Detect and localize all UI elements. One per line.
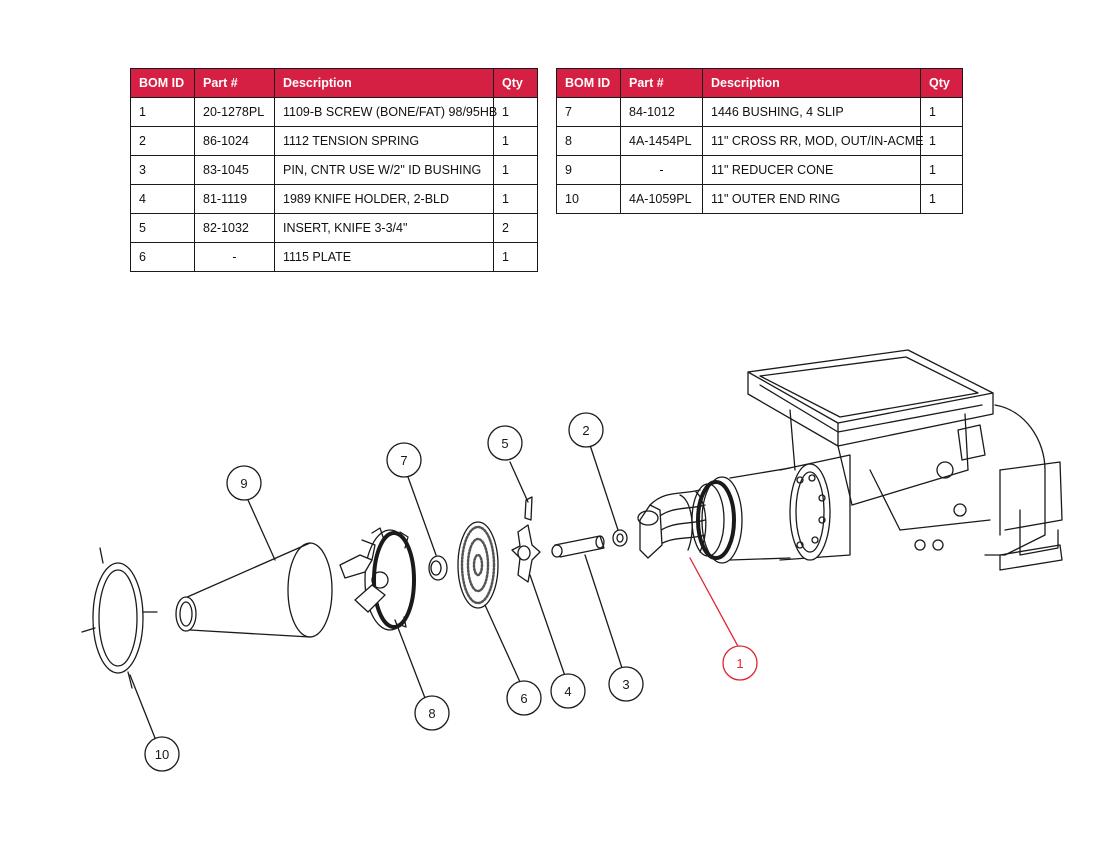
table-row: 8 4A-1454PL 11" CROSS RR, MOD, OUT/IN-AC… [556, 126, 963, 156]
header-description: Description [702, 68, 921, 98]
table-row: 3 83-1045 PIN, CNTR USE W/2" ID BUSHING … [130, 155, 538, 185]
cell-description: INSERT, KNIFE 3-3/4" [274, 213, 494, 243]
cell-part-number: 81-1119 [194, 184, 275, 214]
cell-bom-id: 4 [130, 184, 195, 214]
header-part-number: Part # [620, 68, 703, 98]
cell-description: 11" OUTER END RING [702, 184, 921, 214]
header-bom-id: BOM ID [556, 68, 621, 98]
cell-part-number: 20-1278PL [194, 97, 275, 127]
cell-bom-id: 5 [130, 213, 195, 243]
cell-description: 1989 KNIFE HOLDER, 2-BLD [274, 184, 494, 214]
cell-bom-id: 2 [130, 126, 195, 156]
cell-description: 11" REDUCER CONE [702, 155, 921, 185]
cell-description: 1115 PLATE [274, 242, 494, 272]
cell-description: 1109-B SCREW (BONE/FAT) 98/95HB [274, 97, 497, 127]
cell-description: 1446 BUSHING, 4 SLIP [702, 97, 921, 127]
leader-lines [129, 444, 741, 739]
part-6-plate [457, 521, 499, 609]
header-description: Description [274, 68, 494, 98]
cell-part-number: 4A-1454PL [620, 126, 703, 156]
cell-qty: 2 [493, 213, 538, 243]
part-10-outer-end-ring [81, 547, 158, 689]
table-row: 6 - 1115 PLATE 1 [130, 242, 538, 272]
svg-text:7: 7 [400, 453, 407, 468]
table-row: 7 84-1012 1446 BUSHING, 4 SLIP 1 [556, 97, 963, 127]
part-9-reducer-cone [175, 542, 333, 638]
svg-text:3: 3 [622, 677, 629, 692]
cell-part-number: 86-1024 [194, 126, 275, 156]
bom-table-right: BOM ID Part # Description Qty 7 84-1012 … [556, 68, 963, 214]
header-part-number: Part # [194, 68, 275, 98]
svg-text:4: 4 [564, 684, 571, 699]
cell-qty: 1 [493, 184, 538, 214]
cell-qty: 1 [493, 242, 538, 272]
cell-qty: 1 [493, 126, 538, 156]
callout-7: 7 [386, 442, 422, 478]
cell-part-number: 4A-1059PL [620, 184, 703, 214]
svg-text:1: 1 [736, 656, 743, 671]
cell-qty: 1 [493, 97, 538, 127]
cell-qty: 1 [920, 97, 963, 127]
cell-bom-id: 6 [130, 242, 195, 272]
svg-text:5: 5 [501, 436, 508, 451]
svg-text:6: 6 [520, 691, 527, 706]
header-qty: Qty [493, 68, 538, 98]
table-row: 4 81-1119 1989 KNIFE HOLDER, 2-BLD 1 [130, 184, 538, 214]
grinder-housing [691, 349, 1063, 571]
exploded-view-drawing: 1 2 3 4 5 6 7 8 9 10 [81, 349, 1063, 772]
cell-bom-id: 1 [130, 97, 195, 127]
callout-2: 2 [568, 412, 604, 448]
bom-header-row: BOM ID Part # Description Qty [556, 68, 963, 98]
cell-part-number: - [194, 242, 275, 272]
part-8-cross [339, 527, 416, 631]
part-4-knife-holder [511, 524, 541, 583]
cell-bom-id: 10 [556, 184, 621, 214]
cell-bom-id: 8 [556, 126, 621, 156]
callout-8: 8 [414, 695, 450, 731]
cell-bom-id: 7 [556, 97, 621, 127]
cell-qty: 1 [920, 184, 963, 214]
part-7-bushing [428, 555, 448, 581]
callout-5: 5 [487, 425, 523, 461]
cell-qty: 1 [920, 126, 963, 156]
svg-text:8: 8 [428, 706, 435, 721]
part-5-knife-insert [524, 496, 533, 521]
callout-9: 9 [226, 465, 262, 501]
svg-text:2: 2 [582, 423, 589, 438]
cell-description: PIN, CNTR USE W/2" ID BUSHING [274, 155, 494, 185]
part-1-screw [637, 489, 707, 559]
callout-10: 10 [144, 736, 180, 772]
cell-description: 11" CROSS RR, MOD, OUT/IN-ACME [702, 126, 924, 156]
callout-1: 1 [722, 645, 758, 681]
cell-part-number: - [620, 155, 703, 185]
cell-bom-id: 3 [130, 155, 195, 185]
callout-6: 6 [506, 680, 542, 716]
bom-header-row: BOM ID Part # Description Qty [130, 68, 538, 98]
callout-4: 4 [550, 673, 586, 709]
cell-qty: 1 [493, 155, 538, 185]
part-3-center-pin [551, 535, 605, 558]
table-row: 5 82-1032 INSERT, KNIFE 3-3/4" 2 [130, 213, 538, 243]
header-bom-id: BOM ID [130, 68, 195, 98]
svg-text:9: 9 [240, 476, 247, 491]
cell-qty: 1 [920, 155, 963, 185]
bom-table-left: BOM ID Part # Description Qty 1 20-1278P… [130, 68, 538, 272]
cell-part-number: 84-1012 [620, 97, 703, 127]
table-row: 2 86-1024 1112 TENSION SPRING 1 [130, 126, 538, 156]
cell-part-number: 82-1032 [194, 213, 275, 243]
cell-bom-id: 9 [556, 155, 621, 185]
table-row: 10 4A-1059PL 11" OUTER END RING 1 [556, 184, 963, 214]
part-2-tension-spring [612, 529, 628, 547]
callout-3: 3 [608, 666, 644, 702]
table-row: 1 20-1278PL 1109-B SCREW (BONE/FAT) 98/9… [130, 97, 538, 127]
cell-description: 1112 TENSION SPRING [274, 126, 494, 156]
svg-text:10: 10 [155, 747, 169, 762]
cell-part-number: 83-1045 [194, 155, 275, 185]
header-qty: Qty [920, 68, 963, 98]
table-row: 9 - 11" REDUCER CONE 1 [556, 155, 963, 185]
